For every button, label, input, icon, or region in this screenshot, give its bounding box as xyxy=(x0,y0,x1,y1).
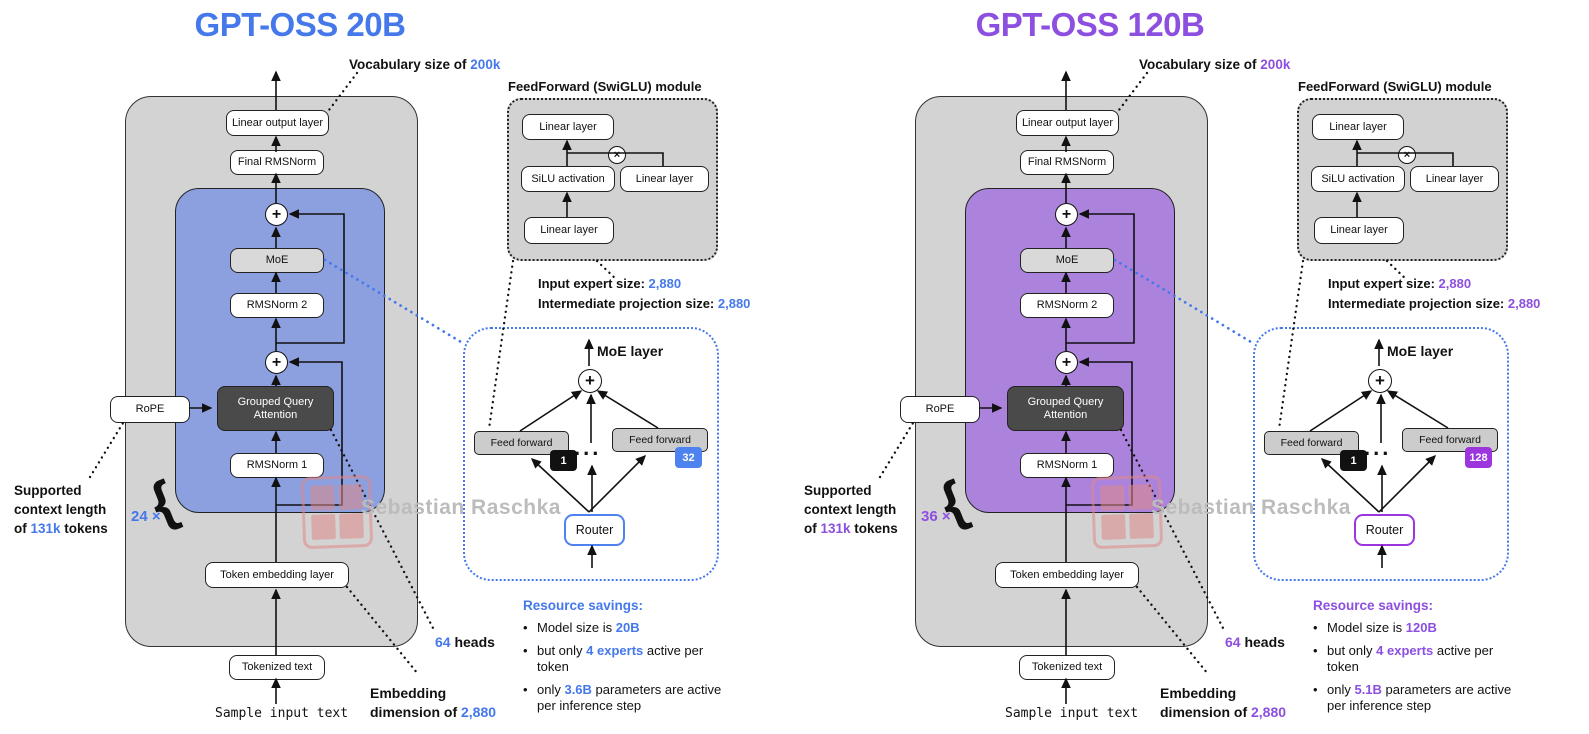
moe-node: MoE xyxy=(230,248,324,273)
page-title: GPT-OSS 120B xyxy=(975,6,1205,43)
ff-linear-top-node: Linear layer xyxy=(1312,114,1404,140)
context-length-label: Supported context length of 131k tokens xyxy=(804,483,898,536)
router-node: Router xyxy=(564,514,625,546)
feed-forward-expert-n-node: Feed forward xyxy=(1402,428,1498,452)
residual-add-icon: + xyxy=(1055,203,1078,226)
resource-savings-block: Resource savings: •Model size is 20B •bu… xyxy=(523,598,733,721)
silu-activation-node: SiLU activation xyxy=(1311,166,1405,192)
savings-bullet-2: •but only 4 experts active per token xyxy=(1313,643,1494,674)
vocab-size-label: Vocabulary size of 200k xyxy=(349,57,501,72)
final-rmsnorm-node: Final RMSNorm xyxy=(230,150,324,175)
bullet-icon: • xyxy=(1313,643,1318,658)
expert-index-badge-last: 32 xyxy=(675,447,702,468)
embedding-dim-label: Embedding dimension of 2,880 xyxy=(1160,685,1287,720)
ff-linear-right-node: Linear layer xyxy=(1410,166,1499,192)
final-rmsnorm-node: Final RMSNorm xyxy=(1020,150,1114,175)
resource-savings-block: Resource savings: •Model size is 120B •b… xyxy=(1313,598,1523,721)
context-length-value: 131k xyxy=(820,521,851,536)
heads-value: 64 xyxy=(1225,634,1241,650)
rmsnorm2-node: RMSNorm 2 xyxy=(1020,293,1114,318)
bullet-icon: • xyxy=(523,643,528,658)
heads-label: 64 heads xyxy=(435,634,495,650)
savings-bullet-2: •but only 4 experts active per token xyxy=(523,643,704,674)
expert-index-badge-last: 128 xyxy=(1465,447,1492,468)
rope-node: RoPE xyxy=(900,396,980,423)
bullet-icon: • xyxy=(1313,682,1318,697)
silu-activation-node: SiLU activation xyxy=(521,166,615,192)
token-embedding-layer-node: Token embedding layer xyxy=(205,562,349,588)
moe-layer-title: MoE layer xyxy=(597,343,664,359)
context-length-label: Supported context length of 131k tokens xyxy=(14,483,108,536)
heads-label: 64 heads xyxy=(1225,634,1285,650)
moe-sum-icon: + xyxy=(578,369,602,393)
ff-module-title: FeedForward (SwiGLU) module xyxy=(1298,79,1492,94)
ellipsis-dots: ... xyxy=(574,435,602,460)
tokenized-text-node: Tokenized text xyxy=(1019,655,1115,680)
intermediate-size-label: Intermediate projection size: 2,880 xyxy=(538,296,751,311)
rmsnorm2-node: RMSNorm 2 xyxy=(230,293,324,318)
linear-output-layer-node: Linear output layer xyxy=(226,110,329,136)
tokenized-text-node: Tokenized text xyxy=(229,655,325,680)
router-node: Router xyxy=(1354,514,1415,546)
resource-savings-title: Resource savings: xyxy=(1313,598,1434,613)
bullet-icon: • xyxy=(523,620,528,635)
residual-add-icon: + xyxy=(1055,351,1078,374)
input-expert-size-label: Input expert size: 2,880 xyxy=(1328,276,1472,291)
model-panel: GPT-OSS 120B Vocabulary size of 200k Lin… xyxy=(790,0,1585,734)
vocab-size-value: 200k xyxy=(470,57,501,72)
ff-linear-right-node: Linear layer xyxy=(620,166,709,192)
rope-node: RoPE xyxy=(110,396,190,423)
page-title: GPT-OSS 20B xyxy=(194,6,406,43)
sample-input-text: Sample input text xyxy=(215,706,349,721)
residual-add-icon: + xyxy=(265,351,288,374)
watermark-text: Sebastian Raschka xyxy=(361,496,561,519)
intermediate-size-value: 2,880 xyxy=(1507,296,1541,311)
heads-value: 64 xyxy=(435,634,451,650)
ff-linear-bottom-node: Linear layer xyxy=(524,217,614,244)
model-panel: GPT-OSS 20B Vocabulary size of 200k Line… xyxy=(14,6,751,721)
ellipsis-dots: ... xyxy=(1364,435,1392,460)
embedding-dim-value: 2,880 xyxy=(1251,704,1287,720)
multiply-icon: × xyxy=(608,146,626,164)
savings-bullet-3: •only 3.6B parameters are active per inf… xyxy=(523,682,722,713)
embedding-dim-value: 2,880 xyxy=(461,704,497,720)
bullet-icon: • xyxy=(523,682,528,697)
residual-add-icon: + xyxy=(265,203,288,226)
input-expert-size-value: 2,880 xyxy=(1438,276,1472,291)
input-expert-size-value: 2,880 xyxy=(648,276,682,291)
expert-index-badge-first: 1 xyxy=(1340,450,1367,471)
vocab-size-label: Vocabulary size of 200k xyxy=(1139,57,1291,72)
moe-layer-box xyxy=(1253,327,1509,581)
multiply-icon: × xyxy=(1398,146,1416,164)
linear-output-layer-node: Linear output layer xyxy=(1016,110,1119,136)
layer-count-label: 24 × xyxy=(131,508,161,525)
ff-linear-bottom-node: Linear layer xyxy=(1314,217,1404,244)
ff-linear-top-node: Linear layer xyxy=(522,114,614,140)
rmsnorm1-node: RMSNorm 1 xyxy=(1020,453,1114,478)
watermark-text: Sebastian Raschka xyxy=(1151,496,1351,519)
moe-node: MoE xyxy=(1020,248,1114,273)
expert-index-badge-first: 1 xyxy=(550,450,577,471)
moe-layer-title: MoE layer xyxy=(1387,343,1454,359)
layer-count-label: 36 × xyxy=(921,508,951,525)
moe-sum-icon: + xyxy=(1368,369,1392,393)
vocab-size-value: 200k xyxy=(1260,57,1291,72)
savings-bullet-3: •only 5.1B parameters are active per inf… xyxy=(1313,682,1512,713)
context-length-value: 131k xyxy=(30,521,61,536)
savings-bullet-1: •Model size is 20B xyxy=(523,620,640,635)
embedding-dim-label: Embedding dimension of 2,880 xyxy=(370,685,497,720)
ff-module-title: FeedForward (SwiGLU) module xyxy=(508,79,702,94)
rmsnorm1-node: RMSNorm 1 xyxy=(230,453,324,478)
token-embedding-layer-node: Token embedding layer xyxy=(995,562,1139,588)
moe-layer-box xyxy=(463,327,719,581)
resource-savings-title: Resource savings: xyxy=(523,598,644,613)
intermediate-size-label: Intermediate projection size: 2,880 xyxy=(1328,296,1541,311)
input-expert-size-label: Input expert size: 2,880 xyxy=(538,276,682,291)
intermediate-size-value: 2,880 xyxy=(717,296,751,311)
savings-bullet-1: •Model size is 120B xyxy=(1313,620,1437,635)
bullet-icon: • xyxy=(1313,620,1318,635)
sample-input-text: Sample input text xyxy=(1005,706,1139,721)
